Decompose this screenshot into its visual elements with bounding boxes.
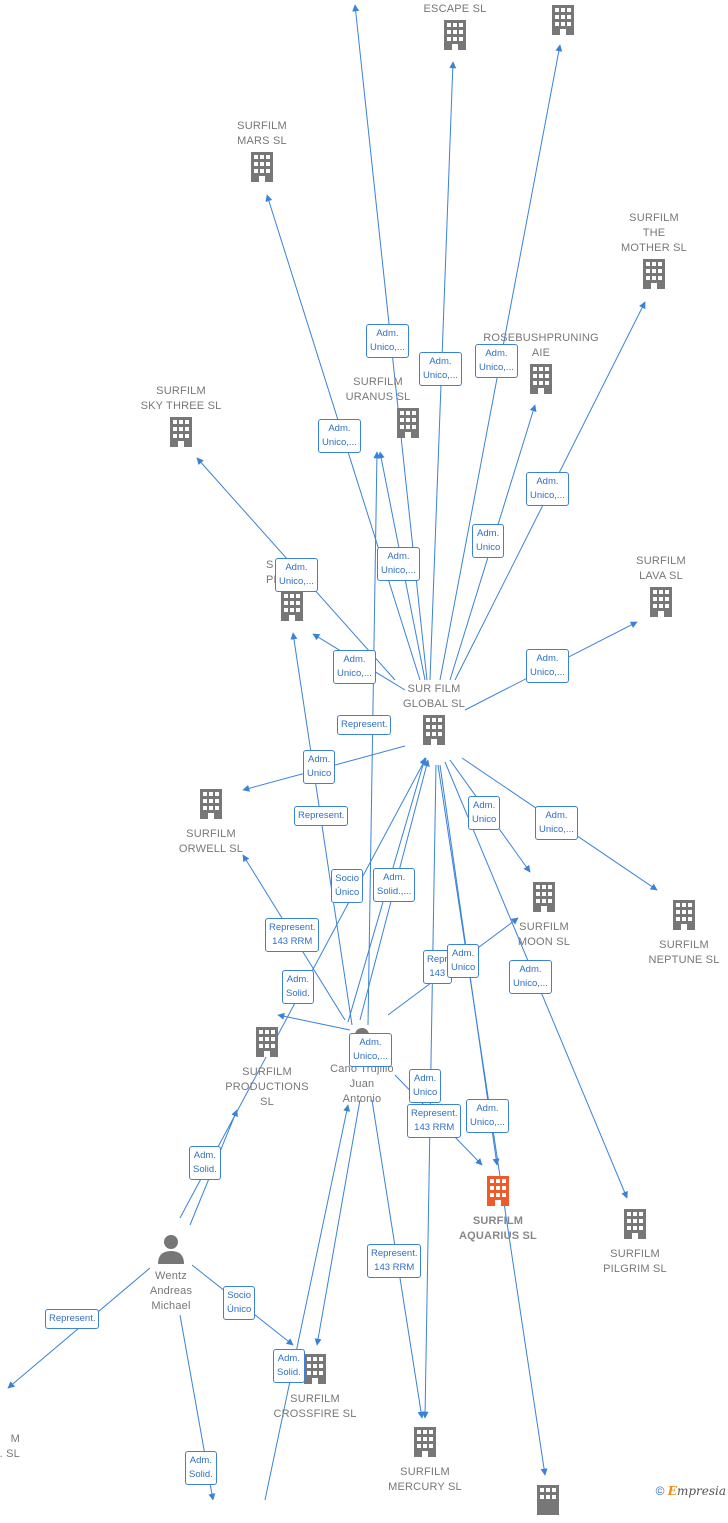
- building-icon: [444, 20, 466, 50]
- node-label: SUR FILM GLOBAL SL: [403, 683, 465, 710]
- brand-rest: mpresia: [676, 1484, 726, 1498]
- building-icon: [624, 1209, 646, 1239]
- node-aquarius[interactable]: SURFILM AQUARIUS SL: [428, 1173, 568, 1244]
- building-icon: [650, 587, 672, 617]
- brand-initial: E: [667, 1484, 677, 1498]
- edge-label[interactable]: Adm. Unico,...: [535, 806, 578, 840]
- node-label: SURFILM MARS SL: [237, 120, 287, 147]
- edge-label[interactable]: Adm. Solid.: [185, 1451, 217, 1485]
- edge-label[interactable]: Represent.: [294, 806, 349, 826]
- node-label: SURFILM PILGRIM SL: [603, 1248, 667, 1275]
- node-lava[interactable]: SURFILM LAVA SL: [591, 554, 728, 625]
- edge-cano-productions: [277, 1012, 351, 1031]
- edge-label[interactable]: Adm. Unico,...: [526, 472, 569, 506]
- node-label: SURFILM MERCURY SL: [388, 1466, 462, 1493]
- building-icon: [304, 1354, 326, 1384]
- edge-label[interactable]: Adm. Unico,...: [333, 650, 376, 684]
- node-escape[interactable]: ESCAPE SL: [385, 2, 525, 58]
- building-icon: [251, 152, 273, 182]
- person-icon: [158, 1235, 184, 1264]
- building-icon: [423, 715, 445, 745]
- node-label: M . SL: [0, 1433, 20, 1460]
- building-icon: [281, 591, 303, 621]
- building-icon: [643, 259, 665, 289]
- node-crossfire[interactable]: SURFILM CROSSFIRE SL: [245, 1351, 385, 1422]
- node-label: ESCAPE SL: [423, 3, 487, 15]
- node-label: SURFILM THE MOTHER SL: [621, 212, 687, 254]
- node-mother[interactable]: SURFILM THE MOTHER SL: [584, 211, 724, 297]
- brand-logo: Empresia: [668, 1484, 726, 1498]
- edge-label[interactable]: Adm. Unico,...: [349, 1033, 392, 1067]
- building-icon: [537, 1485, 559, 1515]
- building-icon: [673, 900, 695, 930]
- node-label: SURFILM PRODUCTIONS SL: [225, 1066, 309, 1108]
- building-icon: [170, 417, 192, 447]
- edge-label[interactable]: Adm. Unico,...: [419, 352, 462, 386]
- edge-label[interactable]: Socio Único: [223, 1286, 256, 1320]
- building-icon: [397, 408, 419, 438]
- edge-label[interactable]: Adm. Unico: [468, 796, 501, 830]
- edge-label[interactable]: Represent. 143 RRM: [367, 1244, 422, 1278]
- node-mars[interactable]: SURFILM MARS SL: [192, 119, 332, 190]
- node-bottomright[interactable]: [478, 1482, 618, 1523]
- edge-label[interactable]: Adm. Unico,...: [509, 960, 552, 994]
- node-topright[interactable]: [493, 2, 633, 43]
- edge-label[interactable]: Adm. Solid.: [282, 970, 314, 1004]
- edge-label[interactable]: Adm. Unico: [447, 944, 480, 978]
- edge-label[interactable]: Adm. Unico: [409, 1069, 442, 1103]
- node-leftcut[interactable]: M . SL: [0, 1432, 20, 1462]
- building-icon: [487, 1176, 509, 1206]
- node-mercury[interactable]: SURFILM MERCURY SL: [355, 1424, 495, 1495]
- node-label: SURFILM NEPTUNE SL: [648, 939, 720, 966]
- node-label: Wentz Andreas Michael: [149, 1270, 193, 1312]
- node-orwell[interactable]: SURFILM ORWELL SL: [141, 786, 281, 857]
- node-label: SURFILM URANUS SL: [345, 376, 411, 403]
- node-moon[interactable]: SURFILM MOON SL: [474, 879, 614, 950]
- edge-bottom-up: [264, 1104, 351, 1500]
- edge-cano-phoenix: [290, 632, 353, 1026]
- node-label: SURFILM AQUARIUS SL: [459, 1215, 537, 1242]
- edge-label[interactable]: Adm. Unico,...: [475, 344, 518, 378]
- edge-label[interactable]: Represent.: [337, 715, 392, 735]
- building-icon: [533, 882, 555, 912]
- edge-label[interactable]: Adm. Unico,...: [466, 1099, 509, 1133]
- building-icon: [256, 1027, 278, 1057]
- building-icon: [552, 5, 574, 35]
- node-uranus[interactable]: SURFILM URANUS SL: [308, 375, 448, 446]
- edge-label[interactable]: Represent. 143 RRM: [407, 1104, 462, 1138]
- edge-label[interactable]: Represent.: [45, 1309, 100, 1329]
- node-neptune[interactable]: SURFILM NEPTUNE SL: [614, 897, 728, 968]
- node-label: SURFILM CROSSFIRE SL: [273, 1393, 357, 1420]
- copyright-symbol: ©: [655, 1484, 665, 1498]
- node-wentz[interactable]: Wentz Andreas Michael: [101, 1232, 241, 1314]
- edge-label[interactable]: Adm. Unico,...: [366, 324, 409, 358]
- building-icon: [530, 364, 552, 394]
- node-label: SURFILM LAVA SL: [636, 555, 686, 582]
- footer-brand: © Empresia: [656, 1484, 726, 1498]
- edge-label[interactable]: Adm. Solid.: [189, 1146, 221, 1180]
- node-label: ROSEBUSHPRUNING AIE: [483, 332, 599, 359]
- edge-label[interactable]: Adm. Unico,...: [318, 419, 361, 453]
- node-pilgrim[interactable]: SURFILM PILGRIM SL: [565, 1206, 705, 1277]
- edge-label[interactable]: Adm. Unico,...: [377, 547, 420, 581]
- node-global[interactable]: SUR FILM GLOBAL SL: [364, 682, 504, 753]
- edge-label[interactable]: Socio Único: [331, 869, 364, 903]
- node-label: SURFILM SKY THREE SL: [140, 385, 222, 412]
- node-productions[interactable]: SURFILM PRODUCTIONS SL: [197, 1024, 337, 1110]
- edge-label[interactable]: Adm. Unico: [303, 750, 336, 784]
- node-label: SURFILM ORWELL SL: [178, 828, 244, 855]
- edge-label[interactable]: Adm. Unico,...: [526, 649, 569, 683]
- edge-label[interactable]: Represent. 143 RRM: [265, 918, 320, 952]
- edge-cano-crossfire: [314, 1099, 361, 1346]
- building-icon: [414, 1427, 436, 1457]
- edge-cano-uranus: [367, 451, 381, 1026]
- node-rosebush[interactable]: ROSEBUSHPRUNING AIE: [471, 331, 611, 402]
- edge-label[interactable]: Adm. Unico,...: [275, 558, 318, 592]
- node-skythree[interactable]: SURFILM SKY THREE SL: [111, 384, 251, 455]
- node-label: SURFILM MOON SL: [517, 921, 571, 948]
- building-icon: [200, 789, 222, 819]
- edge-label[interactable]: Adm. Solid.,...: [373, 868, 416, 902]
- edge-label[interactable]: Adm. Solid.: [273, 1349, 305, 1383]
- edge-label[interactable]: Adm. Unico: [472, 524, 505, 558]
